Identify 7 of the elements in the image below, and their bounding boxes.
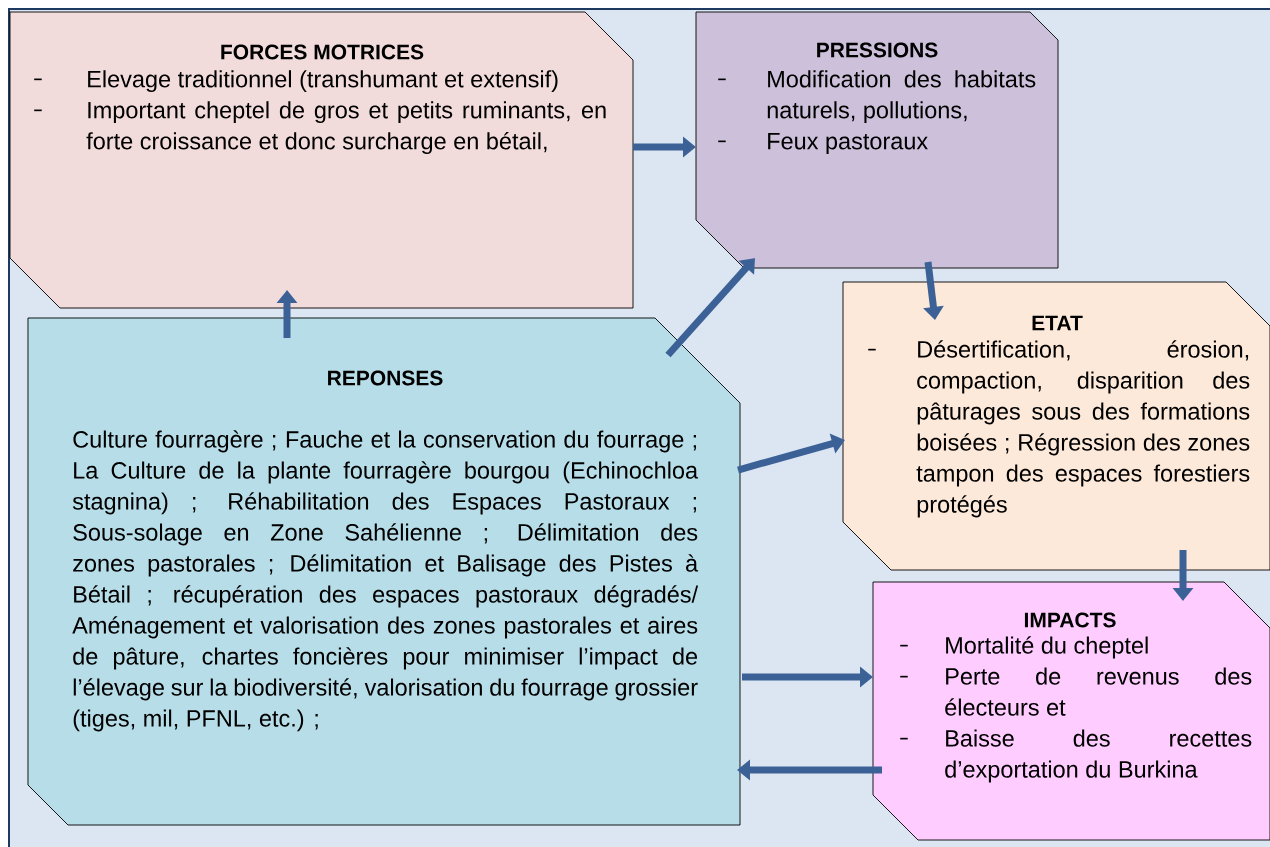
snipped-box: FORCES MOTRICES Elevage traditionnel (transhumant et extensif) Important cheptel de gros et petits ruminants, en forte croissance et donc surcharge en bétail, — [9, 11, 634, 309]
snipped-box: PRESSIONS Modification des habitats naturels, pollutions, Feux pastoraux — [695, 11, 1059, 269]
snipped-box: REPONSES Culture fourragère ; Fauche et la conservation du fourrage ; La Culture de la plante fourragère bourgou (Echinochloa stagnina) ; Réhabilitation des Espaces Pastoraux ; Sous-solage en Zone Sahélienne ; Délimitation des zones pastorales ; Délimitation et Balisage des Pistes à Bétail ; récupération des espaces pastoraux dégradés/ Aménagement et valorisation des zones pastorales et aires de pâture, chartes foncières pour minimiser l’impact de l’élevage sur la biodiversité, valorisation du fourrage grossier (tiges, mil, PFNL, etc.) ; — [27, 317, 741, 826]
block-arrow — [665, 258, 755, 358]
snipped-box: ETAT Désertification, érosion, compaction, disparition des pâturages sous des formations boisées ; Régression des zones tampon des espaces forestiers protégés — [842, 281, 1270, 571]
snipped-box: IMPACTS Mortalité du cheptel Perte de revenus des électeurs et Baisse des recettes d’exportation du Burkina — [872, 581, 1270, 841]
block-arrow — [737, 433, 845, 474]
